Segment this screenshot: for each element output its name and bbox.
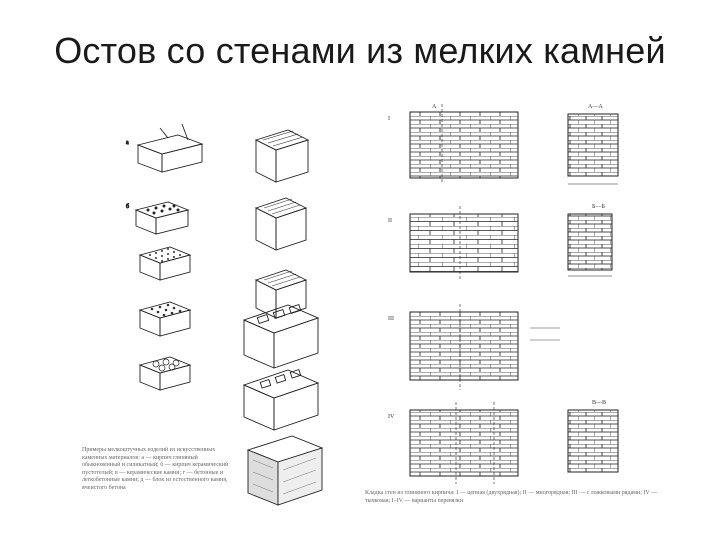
svg-text:а: а: [126, 140, 129, 146]
bricks-blocks-illustration: а б: [78, 100, 340, 512]
svg-text:Б—Б: Б—Б: [592, 204, 605, 210]
masonry-walls-illustration: I II III IV А А—А Б—Б В—В: [370, 100, 670, 514]
slide-title: Остов со стенами из мелких камней: [54, 30, 666, 71]
svg-text:III: III: [388, 316, 394, 322]
bricks-blocks-svg: а б: [126, 123, 324, 506]
svg-text:б: б: [126, 203, 129, 210]
svg-text:А: А: [432, 104, 437, 110]
right-figure-caption: Кладка стен из глиняного кирпича: I — це…: [365, 490, 658, 504]
svg-text:А—А: А—А: [588, 104, 603, 110]
masonry-walls-svg: I II III IV А А—А Б—Б В—В: [388, 104, 619, 484]
svg-text:В—В: В—В: [592, 400, 606, 406]
svg-text:I: I: [388, 116, 390, 122]
svg-text:IV: IV: [388, 414, 395, 420]
left-figure-caption: Примеры мелкоштучных изделий из искусств…: [82, 447, 229, 491]
svg-text:II: II: [388, 218, 392, 224]
